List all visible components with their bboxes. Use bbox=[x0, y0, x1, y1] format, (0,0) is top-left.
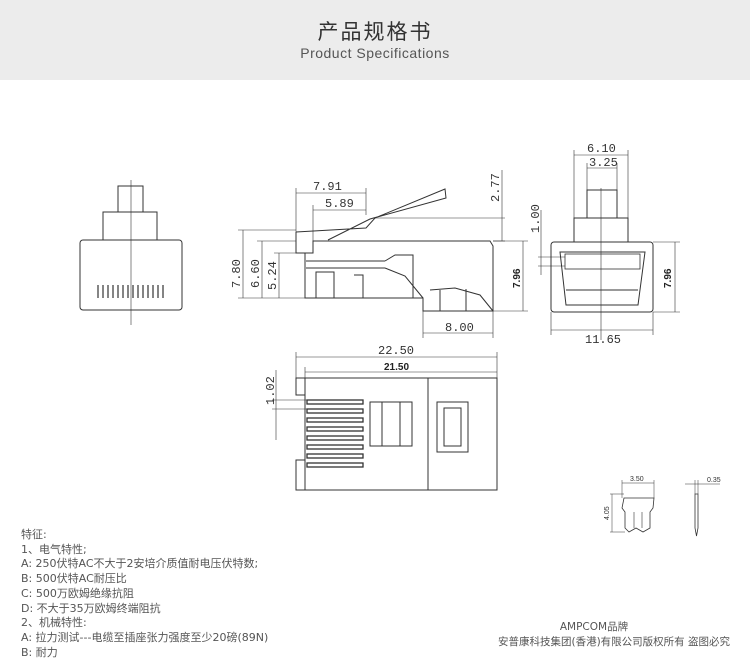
feature-line: A: 250伏特AC不大于2安培介质值耐电压伏特数; bbox=[21, 557, 259, 571]
dim-bottom-22-50: 22.50 bbox=[378, 344, 414, 358]
dim-end-6-10: 6.10 bbox=[587, 142, 616, 156]
feature-line: C: 500万欧姆绝缘抗阻 bbox=[21, 586, 134, 600]
dim-pin-0-35: 0.35 bbox=[707, 477, 721, 484]
page-subtitle: Product Specifications bbox=[300, 45, 450, 61]
bottom-view: 22.50 21.50 1.02 bbox=[264, 344, 498, 491]
dim-pin-3-50: 3.50 bbox=[630, 476, 644, 483]
copyright-notice: 安普康科技集团(香港)有限公司版权所有 盗图必究 bbox=[497, 636, 730, 648]
dim-side-6-60: 6.60 bbox=[249, 259, 263, 288]
dim-side-2-77: 2.77 bbox=[489, 173, 503, 202]
page-title: 产品规格书 bbox=[317, 20, 433, 44]
dim-end-1-00: 1.00 bbox=[529, 204, 543, 233]
side-view: 7.91 5.89 2.77 7.80 6.60 5.24 7.96 8.00 bbox=[230, 170, 528, 338]
dim-side-7-96: 7.96 bbox=[512, 268, 523, 288]
features-list: 特征: 1、电气特性; A: 250伏特AC不大于2安培介质值耐电压伏特数; B… bbox=[21, 528, 268, 660]
dim-side-7-91: 7.91 bbox=[313, 180, 342, 194]
footer: AMPCOM品牌 安普康科技集团(香港)有限公司版权所有 盗图必究 bbox=[498, 620, 730, 650]
feature-line: A: 拉力测试---电缆至插座张力强度至少20磅(89N) bbox=[21, 630, 269, 644]
contact-pin-views: 3.50 4.05 0.35 bbox=[604, 476, 721, 537]
end-view: 6.10 3.25 1.00 7.96 11.65 bbox=[529, 142, 680, 347]
dim-side-5-89: 5.89 bbox=[325, 197, 354, 211]
feature-line: D: 不大于35万欧姆终端阻抗 bbox=[21, 601, 161, 615]
feature-line: B: 耐力 bbox=[21, 645, 58, 659]
dim-side-5-24: 5.24 bbox=[266, 261, 280, 290]
dim-end-3-25: 3.25 bbox=[589, 156, 618, 170]
dim-bottom-21-50: 21.50 bbox=[384, 362, 409, 373]
dim-side-7-80: 7.80 bbox=[230, 259, 244, 288]
feature-line: 2、机械特性: bbox=[21, 616, 87, 630]
brand-name: AMPCOM品牌 bbox=[559, 621, 629, 633]
front-view bbox=[79, 180, 183, 325]
dim-side-8-00: 8.00 bbox=[445, 321, 474, 335]
dim-pin-4-05: 4.05 bbox=[604, 506, 611, 520]
feature-line: B: 500伏特AC耐压比 bbox=[21, 572, 127, 586]
feature-line: 1、电气特性; bbox=[21, 542, 87, 556]
dim-end-11-65: 11.65 bbox=[585, 333, 621, 347]
features-heading: 特征: bbox=[21, 528, 47, 541]
dim-bottom-1-02: 1.02 bbox=[264, 376, 278, 405]
dim-end-7-96: 7.96 bbox=[663, 268, 674, 288]
header-band: 产品规格书 Product Specifications bbox=[0, 0, 750, 80]
